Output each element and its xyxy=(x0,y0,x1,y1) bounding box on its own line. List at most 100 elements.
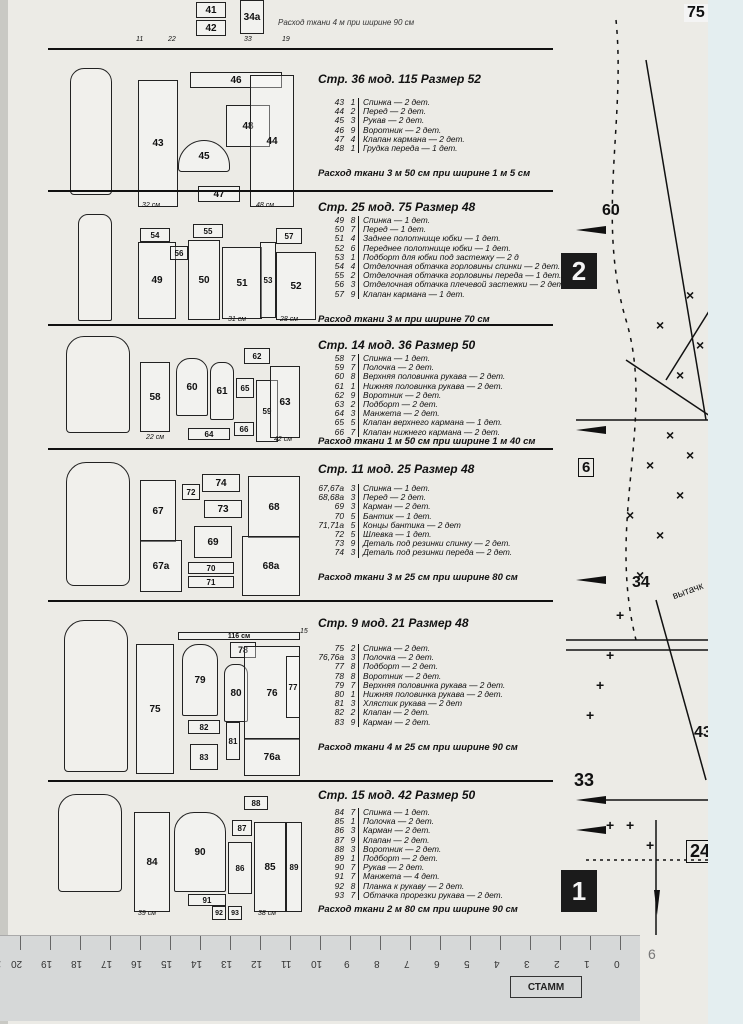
pattern-mark: 34 xyxy=(632,574,650,591)
piece-53: 53 xyxy=(260,242,276,318)
sheet-badge-1: 1 xyxy=(561,870,597,912)
svg-text:×: × xyxy=(686,287,694,303)
svg-text:×: × xyxy=(646,457,654,473)
piece-71: 71 xyxy=(188,576,234,588)
ruler-tick xyxy=(500,936,501,950)
ruler-tick xyxy=(620,936,621,950)
ruler-tick xyxy=(410,936,411,950)
fabric-consumption: Расход ткани 3 м 25 см при ширине 80 см xyxy=(318,572,518,583)
piece-86: 86 xyxy=(228,842,252,894)
model-25-section: 67 67а 74 72 73 69 70 71 68 68а Стр. 11 … xyxy=(48,448,553,600)
piece-44: 44 xyxy=(250,75,294,207)
section-header: Стр. 9 мод. 21 Размер 48 xyxy=(318,616,469,630)
ruler-tick xyxy=(200,936,201,950)
piece-63: 63 xyxy=(270,366,300,438)
ruler-number: 11 xyxy=(281,958,292,969)
ruler-number: 5 xyxy=(464,958,470,969)
right-border xyxy=(708,0,743,1024)
piece-66: 66 xyxy=(234,422,254,436)
ruler-tick xyxy=(530,936,531,950)
piece-67: 67 xyxy=(140,480,176,542)
piece-82: 82 xyxy=(188,720,220,734)
piece-59: 59 xyxy=(256,380,278,442)
ruler-tick xyxy=(590,936,591,950)
ruler-tick xyxy=(50,936,51,950)
ruler-number: 21 xyxy=(0,958,1,969)
svg-text:+: + xyxy=(616,607,624,623)
pattern-mark: 6 xyxy=(578,458,595,477)
svg-text:×: × xyxy=(696,337,704,353)
model-42-figure xyxy=(58,794,122,892)
belt-strip: 116 см xyxy=(178,632,300,640)
ruler-number: 16 xyxy=(131,958,143,969)
svg-text:×: × xyxy=(676,367,684,383)
piece-76a: 76а xyxy=(244,738,300,776)
ruler-number: 4 xyxy=(494,958,500,969)
section-header: Стр. 15 мод. 42 Размер 50 xyxy=(318,788,476,802)
model-75-figure xyxy=(78,214,112,321)
page-left-edge xyxy=(0,0,10,1024)
sheet-badge-2: 2 xyxy=(561,253,597,289)
pattern-mark: 33 xyxy=(574,770,595,790)
ruler-edge-number: 6 xyxy=(648,946,656,962)
svg-text:×: × xyxy=(686,447,694,463)
svg-text:×: × xyxy=(656,527,664,543)
ruler-number: 20 xyxy=(11,958,23,969)
piece-79: 79 xyxy=(182,644,218,716)
ruler-number: 12 xyxy=(251,958,263,969)
svg-text:+: + xyxy=(606,817,614,833)
ruler-tick xyxy=(20,936,21,950)
ruler-tick xyxy=(230,936,231,950)
piece-49: 49 xyxy=(138,242,176,319)
fabric-consumption: Расход ткани 3 м 50 см при ширине 1 м 5 … xyxy=(318,168,531,179)
piece-88: 88 xyxy=(244,796,268,810)
fabric-consumption: Расход ткани 4 м 25 см при ширине 90 см xyxy=(318,742,518,753)
ruler-tick xyxy=(560,936,561,950)
piece-43: 43 xyxy=(138,80,178,207)
section-header: Стр. 25 мод. 75 Размер 48 xyxy=(318,200,476,214)
piece-84: 84 xyxy=(134,812,170,912)
fabric-consumption: Расход ткани 3 м при ширине 70 см xyxy=(318,314,490,325)
ruler-number: 2 xyxy=(554,958,560,969)
ruler-number: 6 xyxy=(434,958,440,969)
piece-42: 42 xyxy=(196,20,226,36)
svg-text:×: × xyxy=(666,427,674,443)
piece-92: 92 xyxy=(212,906,226,920)
measure: 39 см xyxy=(138,910,157,917)
piece-55: 55 xyxy=(193,224,223,238)
pattern-mark: 60 xyxy=(602,202,620,219)
measure: 48 см xyxy=(256,202,275,209)
corner-number: 75 xyxy=(684,4,708,22)
piece-56: 56 xyxy=(170,246,188,260)
ruler-number: 1 xyxy=(584,958,590,969)
piece-34a: 34а xyxy=(240,0,264,34)
model-115-section: 43 46 45 48 47 44 32 см 48 см Стр. 36 мо… xyxy=(48,48,553,209)
piece-45: 45 xyxy=(178,140,230,172)
ruler-number: 15 xyxy=(161,958,173,969)
svg-text:+: + xyxy=(626,817,634,833)
